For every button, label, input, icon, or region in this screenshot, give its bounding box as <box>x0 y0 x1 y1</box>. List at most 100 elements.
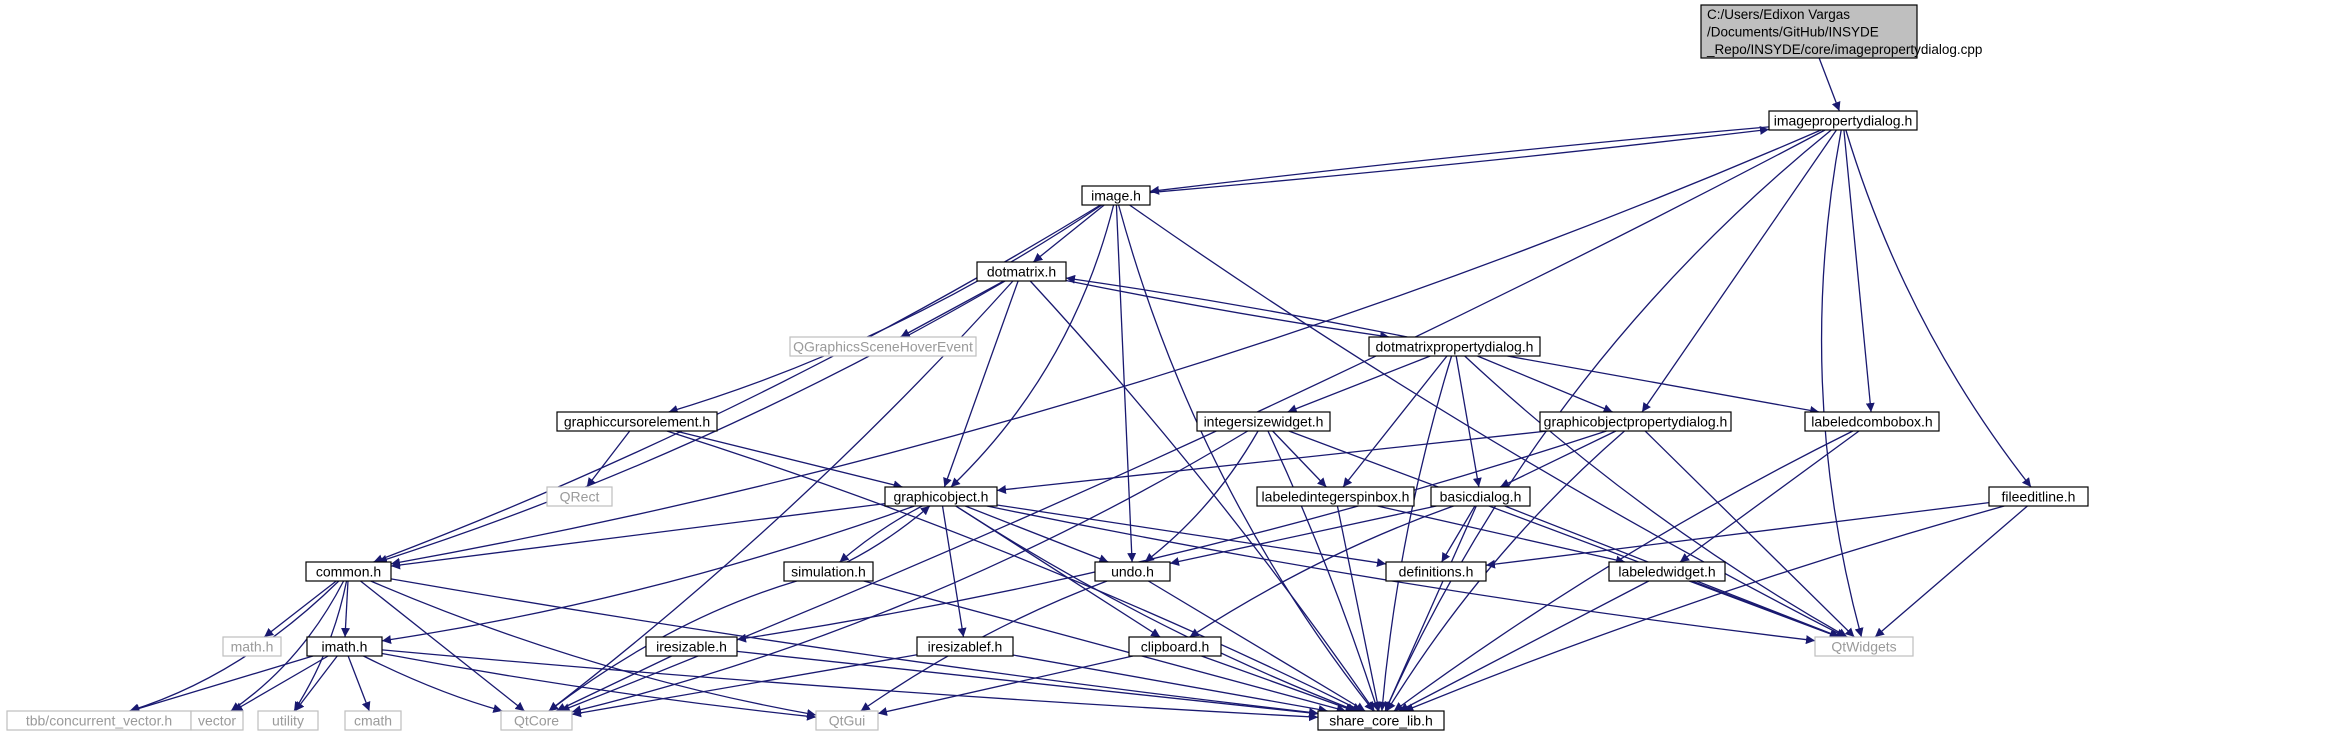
node-fileeditline[interactable]: fileeditline.h <box>1988 486 2089 507</box>
node-box-qtgui[interactable] <box>815 710 879 731</box>
edge-imath-to-vector <box>233 655 329 712</box>
edge-image-to-graphicobject <box>950 204 1115 488</box>
node-qtwidgets[interactable]: QtWidgets <box>1814 636 1914 657</box>
node-tbb[interactable]: tbb/concurrent_vector.h <box>6 710 192 731</box>
node-label-basicdialog: basicdialog.h <box>1440 489 1522 505</box>
node-box-graphicobjectpropertydialog[interactable] <box>1539 411 1732 432</box>
node-box-labeledcombobox[interactable] <box>1804 411 1940 432</box>
node-root[interactable]: C:/Users/Edixon Vargas/Documents/GitHub/… <box>1700 4 1982 59</box>
node-box-qtwidgets[interactable] <box>1814 636 1914 657</box>
node-dotmatrixpropertydialog[interactable]: dotmatrixpropertydialog.h <box>1368 336 1541 357</box>
node-box-iresizable[interactable] <box>645 636 738 657</box>
node-box-image[interactable] <box>1081 185 1151 206</box>
node-box-common[interactable] <box>305 561 392 582</box>
edge-imath-to-tbb <box>130 655 314 713</box>
edge-labeledwidget-to-qtwidgets <box>1691 580 1840 639</box>
edge-imath-to-qtgui <box>381 652 817 721</box>
node-label-graphiccursorelement: graphiccursorelement.h <box>564 414 710 430</box>
edge-graphicobject-to-sharecorelib <box>955 505 1357 712</box>
node-box-iresizablef[interactable] <box>916 636 1014 657</box>
node-box-fileeditline[interactable] <box>1988 486 2089 507</box>
node-box-qgshe[interactable] <box>789 336 977 357</box>
node-box-dotmatrixpropertydialog[interactable] <box>1368 336 1541 357</box>
node-qrect[interactable]: QRect <box>546 486 613 507</box>
node-box-simulation[interactable] <box>783 561 874 582</box>
node-box-qtcore[interactable] <box>500 710 573 731</box>
edge-clipboard-to-qtgui <box>877 655 1134 716</box>
edge-iresizable-to-qtcore <box>556 655 672 712</box>
node-iresizablef[interactable]: iresizablef.h <box>916 636 1014 657</box>
node-labeledintegerspinbox[interactable]: labeledintegerspinbox.h <box>1256 486 1415 507</box>
edge-dotmatrixpropertydialog-to-labeledintegerspinbox <box>1342 355 1448 488</box>
edge-imagepropertydialog-to-labeledcombobox <box>1843 129 1875 413</box>
node-simulation[interactable]: simulation.h <box>783 561 874 582</box>
node-box-labeledwidget[interactable] <box>1608 561 1726 582</box>
node-box-clipboard[interactable] <box>1128 636 1222 657</box>
node-box-definitions[interactable] <box>1385 561 1487 582</box>
node-graphicobject[interactable]: graphicobject.h <box>884 486 998 507</box>
node-qtcore[interactable]: QtCore <box>500 710 573 731</box>
node-label-labeledwidget: labeledwidget.h <box>1618 564 1715 580</box>
node-clipboard[interactable]: clipboard.h <box>1128 636 1222 657</box>
edge-fileeditline-to-definitions <box>1485 502 1990 569</box>
node-graphicobjectpropertydialog[interactable]: graphicobjectpropertydialog.h <box>1539 411 1732 432</box>
node-labeledcombobox[interactable]: labeledcombobox.h <box>1804 411 1940 432</box>
node-common[interactable]: common.h <box>305 561 392 582</box>
node-box-labeledintegerspinbox[interactable] <box>1256 486 1415 507</box>
edge-dotmatrix-to-graphicobject <box>943 280 1019 488</box>
node-definitions[interactable]: definitions.h <box>1385 561 1487 582</box>
node-box-basicdialog[interactable] <box>1430 486 1531 507</box>
node-basicdialog[interactable]: basicdialog.h <box>1430 486 1531 507</box>
edge-graphicobject-to-simulation <box>839 505 923 563</box>
node-iresizable[interactable]: iresizable.h <box>645 636 738 657</box>
node-box-graphicobject[interactable] <box>884 486 998 507</box>
edge-graphicobject-to-qtwidgets <box>986 505 1816 645</box>
node-label-fileeditline: fileeditline.h <box>2002 489 2076 505</box>
node-image[interactable]: image.h <box>1081 185 1151 206</box>
edge-labeledwidget-to-sharecorelib <box>1398 580 1650 712</box>
node-integersizewidget[interactable]: integersizewidget.h <box>1196 411 1331 432</box>
edge-image-to-common <box>373 204 1101 564</box>
node-box-imath[interactable] <box>306 636 383 657</box>
node-undo[interactable]: undo.h <box>1094 561 1171 582</box>
edge-common-to-qtcore <box>360 580 525 712</box>
node-box-utility[interactable] <box>257 710 319 731</box>
node-box-dotmatrix[interactable] <box>976 261 1067 282</box>
node-sharecorelib[interactable]: share_core_lib.h <box>1317 710 1445 731</box>
edge-common-to-qtgui <box>370 580 817 718</box>
node-utility[interactable]: utility <box>257 710 319 731</box>
edge-labeledcombobox-to-labeledwidget <box>1679 430 1860 563</box>
node-label-root-line-1: /Documents/GitHub/INSYDE <box>1707 25 1879 40</box>
node-cmath[interactable]: cmath <box>344 710 402 731</box>
node-label-sharecorelib: share_core_lib.h <box>1329 713 1433 729</box>
node-label-labeledcombobox: labeledcombobox.h <box>1811 414 1932 430</box>
node-qtgui[interactable]: QtGui <box>815 710 879 731</box>
edge-basicdialog-to-sharecorelib <box>1384 505 1477 712</box>
node-graphiccursorelement[interactable]: graphiccursorelement.h <box>556 411 718 432</box>
node-box-qrect[interactable] <box>546 486 613 507</box>
edge-graphicobjectpropertydialog-to-iresizable <box>736 430 1607 643</box>
node-box-root[interactable] <box>1700 4 1918 59</box>
node-box-undo[interactable] <box>1094 561 1171 582</box>
node-imagepropertydialog[interactable]: imagepropertydialog.h <box>1768 110 1918 131</box>
node-box-vector[interactable] <box>190 710 244 731</box>
edge-imagepropertydialog-to-graphicobjectpropertydialog <box>1641 129 1837 413</box>
node-label-utility: utility <box>272 713 304 729</box>
node-layer: C:/Users/Edixon Vargas/Documents/GitHub/… <box>6 4 2089 731</box>
edge-imath-to-cmath <box>347 655 371 712</box>
node-label-qtwidgets: QtWidgets <box>1831 639 1896 655</box>
node-vector[interactable]: vector <box>190 710 244 731</box>
node-box-imagepropertydialog[interactable] <box>1768 110 1918 131</box>
node-box-graphiccursorelement[interactable] <box>556 411 718 432</box>
node-imath[interactable]: imath.h <box>306 636 383 657</box>
node-box-integersizewidget[interactable] <box>1196 411 1331 432</box>
node-dotmatrix[interactable]: dotmatrix.h <box>976 261 1067 282</box>
node-box-mathh[interactable] <box>222 636 282 657</box>
node-box-sharecorelib[interactable] <box>1317 710 1445 731</box>
node-qgshe[interactable]: QGraphicsSceneHoverEvent <box>789 336 977 357</box>
node-box-cmath[interactable] <box>344 710 402 731</box>
node-labeledwidget[interactable]: labeledwidget.h <box>1608 561 1726 582</box>
node-mathh[interactable]: math.h <box>222 636 282 657</box>
edge-simulation-to-sharecorelib <box>863 580 1346 714</box>
edge-dotmatrix-to-qgshe <box>900 280 1005 338</box>
